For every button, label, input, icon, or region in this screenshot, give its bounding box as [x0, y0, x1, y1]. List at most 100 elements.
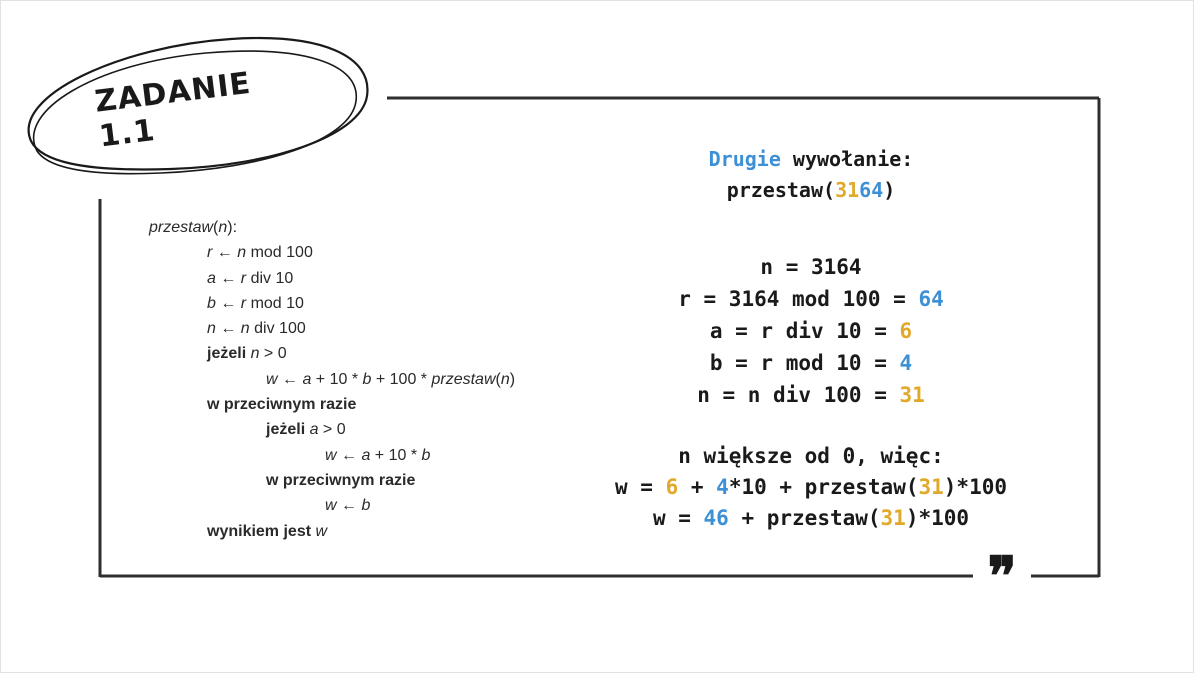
pseudocode-token: w	[325, 497, 337, 515]
header-line-token: wywołanie:	[780, 147, 914, 171]
pseudocode-token: ←	[336, 497, 362, 515]
pseudocode-token: r	[240, 294, 247, 312]
conclusion-line-token: w =	[652, 506, 704, 530]
pseudocode-token: r	[240, 269, 247, 287]
pseudocode-token: w przeciwnym razie	[266, 471, 416, 489]
pseudocode-line: w ← a + 10 * b + 100 * przestaw(n)	[149, 367, 515, 392]
pseudocode-token: b	[361, 497, 371, 515]
conclusion-line-token: + przestaw(	[728, 506, 881, 530]
title-ellipse-outer	[27, 37, 369, 171]
calculation-line: n = 3164	[561, 251, 1061, 283]
calculation-line-token: 31	[899, 383, 925, 407]
pseudocode-token: n	[240, 320, 250, 338]
conclusion-line-token: n większe od 0, więc:	[678, 444, 944, 468]
pseudocode-token: n	[218, 219, 228, 236]
conclusion-line-token: +	[678, 475, 717, 499]
header-line-token: 31	[835, 178, 860, 202]
pseudocode-token: jeżeli	[207, 345, 251, 363]
pseudocode-token: n	[207, 320, 216, 338]
pseudocode-token: mod 100	[246, 244, 313, 262]
pseudocode-line: b ← r mod 10	[149, 291, 515, 316]
pseudocode-line: r ← n mod 100	[149, 240, 515, 265]
pseudocode-token: (	[495, 370, 501, 388]
pseudocode-token: )	[509, 370, 516, 388]
pseudocode-line: wynikiem jest w	[149, 519, 515, 544]
quote-mark-icon: ❞	[987, 544, 1017, 608]
pseudocode-token: w	[325, 446, 337, 464]
calculation-line: r = 3164 mod 100 = 64	[561, 283, 1061, 315]
pseudocode-token: a	[207, 269, 216, 287]
header-line-token: )	[883, 178, 896, 202]
calculation-line-token: 6	[899, 319, 913, 343]
pseudocode-token: jeżeli	[266, 421, 310, 439]
conclusion-line-token: 4	[716, 475, 729, 499]
pseudocode-token: w	[266, 370, 278, 388]
pseudocode-line: w ← a + 10 * b	[149, 443, 515, 468]
conclusion-line-token: 31	[880, 506, 906, 530]
conclusion-line-token: 46	[703, 506, 729, 530]
pseudocode-token: ←	[277, 370, 303, 388]
pseudocode-token: mod 10	[246, 294, 304, 312]
pseudocode-token: ←	[215, 269, 241, 287]
pseudocode-token: > 0	[318, 421, 346, 439]
calculation-line-token: r = 3164 mod 100 =	[678, 287, 919, 311]
header-line-token: Drugie	[708, 147, 781, 171]
pseudocode-token: + 10 *	[370, 446, 422, 464]
pseudocode-token: div 10	[246, 269, 294, 287]
calculation-line: n = n div 100 = 31	[561, 379, 1061, 411]
conclusion-line: w = 6 + 4*10 + przestaw(31)*100	[561, 472, 1061, 503]
pseudocode-line: jeżeli n > 0	[149, 341, 515, 366]
calculation-line-token: 4	[899, 351, 913, 375]
pseudocode-token: a	[309, 421, 319, 439]
pseudocode-token: n	[237, 244, 247, 262]
conclusion-line-token: )*100	[905, 506, 970, 530]
conclusion-line: w = 46 + przestaw(31)*100	[561, 503, 1061, 534]
conclusion-line-token: )*100	[943, 475, 1007, 499]
header-line-token: 64	[859, 178, 884, 202]
pseudocode-token: b	[421, 446, 431, 464]
calculation-line-token: n = n div 100 =	[697, 383, 900, 407]
header-line: Drugie wywołanie:	[561, 144, 1061, 175]
pseudocode-token: b	[362, 370, 372, 388]
call-header: Drugie wywołanie: przestaw(3164)	[561, 144, 1061, 206]
conclusion-line: n większe od 0, więc:	[561, 441, 1061, 472]
calculation-line-token: n = 3164	[760, 255, 862, 279]
pseudocode-token: r	[207, 244, 213, 262]
pseudocode-line: jeżeli a > 0	[149, 417, 515, 442]
pseudocode-token: ←	[215, 320, 241, 338]
calculation-line-token: b = r mod 10 =	[709, 351, 900, 375]
pseudocode-token: div 100	[249, 320, 306, 338]
conclusion-line-token: w =	[615, 475, 666, 499]
pseudocode-token: a	[361, 446, 371, 464]
pseudocode-token: przestaw	[431, 370, 496, 388]
pseudocode-token: przestaw	[149, 219, 214, 236]
calculation-line-token: a = r div 10 =	[709, 319, 900, 343]
pseudocode-token: ←	[215, 294, 241, 312]
conclusion-line-token: 6	[665, 475, 679, 499]
pseudocode-token: b	[207, 294, 216, 312]
pseudocode-token: w przeciwnym razie	[207, 396, 357, 414]
conclusion-line-token: 31	[918, 475, 944, 499]
calculation-line: b = r mod 10 = 4	[561, 347, 1061, 379]
pseudocode-line: w ← b	[149, 493, 515, 518]
pseudocode-token: ):	[227, 219, 238, 236]
header-line-token: przestaw(	[726, 178, 836, 202]
title-ellipse-inner	[32, 50, 357, 175]
conclusion-block: n większe od 0, więc: w = 6 + 4*10 + prze…	[561, 441, 1061, 534]
pseudocode-line: a ← r div 10	[149, 266, 515, 291]
calculation-line: a = r div 10 = 6	[561, 315, 1061, 347]
pseudocode-token: > 0	[259, 345, 287, 363]
conclusion-line-token: *10 + przestaw(	[728, 475, 919, 499]
pseudocode-token: + 10 *	[311, 370, 363, 388]
pseudocode-token: ←	[336, 446, 362, 464]
pseudocode-line: n ← n div 100	[149, 316, 515, 341]
pseudocode-token: ←	[212, 244, 238, 262]
pseudocode-token: + 100 *	[371, 370, 432, 388]
calculation-line-token: 64	[918, 287, 944, 311]
pseudocode-token: n	[250, 345, 260, 363]
pseudocode-token: n	[500, 370, 510, 388]
pseudocode-line: przestaw(n):	[149, 215, 515, 240]
